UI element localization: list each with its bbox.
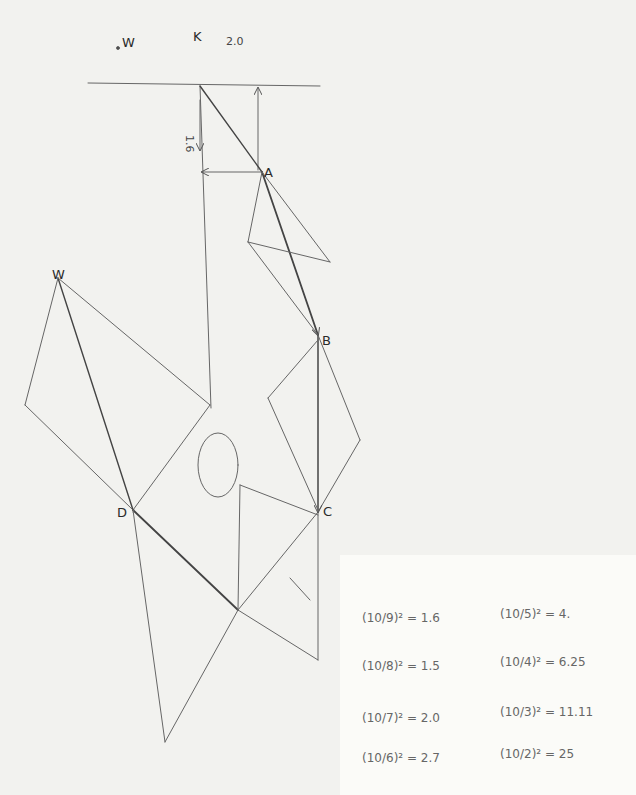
dimension-label: 1.6 (184, 135, 195, 153)
calculation-note: (10/2)² = 25 (500, 748, 574, 760)
calculation-note: (10/7)² = 2.0 (362, 712, 440, 724)
point-label: A (264, 166, 273, 179)
point-label: C (323, 505, 332, 518)
load-label: W (52, 268, 65, 281)
dimension-label: 2.0 (226, 36, 244, 47)
point-label: K (193, 30, 202, 43)
point-label: D (117, 506, 127, 519)
calculation-note: (10/9)² = 1.6 (362, 612, 440, 624)
load-label: W (122, 36, 135, 49)
calculation-note: (10/3)² = 11.11 (500, 706, 593, 718)
calculation-note: (10/4)² = 6.25 (500, 656, 586, 668)
calculation-note: (10/6)² = 2.7 (362, 752, 440, 764)
calculation-note: (10/5)² = 4. (500, 608, 570, 620)
point-label: B (322, 334, 331, 347)
calculation-note: (10/8)² = 1.5 (362, 660, 440, 672)
